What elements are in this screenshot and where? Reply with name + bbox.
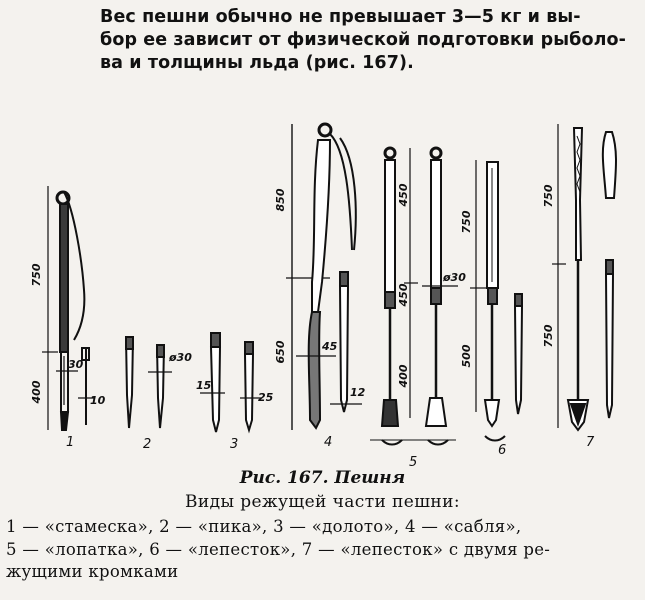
dim-label: 750 <box>460 210 473 233</box>
dim-label: ø30 <box>442 271 466 284</box>
tool-number: 1 <box>66 435 74 450</box>
dim-label: 450 <box>397 183 410 207</box>
dim-label: 850 <box>274 188 287 211</box>
figure-subtitle: Виды режущей части пешни: <box>184 492 461 512</box>
dim-label: 750 <box>542 184 555 207</box>
legend-line: жущими кромками <box>6 562 179 581</box>
tool-6-pick <box>470 160 524 442</box>
dim-label: 30 <box>68 358 84 371</box>
tool-3-pick <box>200 332 262 434</box>
tool-5-pick <box>370 146 458 446</box>
tool-1-pick <box>42 186 95 431</box>
ice-pick-figure: 750 400 30 10 ø30 15 25 850 650 45 12 45… <box>30 122 617 470</box>
legend-line: 1 — «стамеска», 2 — «пика», 3 — «долото»… <box>6 517 522 536</box>
tool-number: 3 <box>230 437 238 452</box>
dim-label: ø30 <box>168 351 192 364</box>
dim-label: 500 <box>460 344 473 367</box>
dim-label: 15 <box>196 379 212 392</box>
dim-label: 45 <box>321 340 338 353</box>
figure-legend: 1 — «стамеска», 2 — «пика», 3 — «долото»… <box>6 516 642 584</box>
dim-label: 650 <box>274 340 287 363</box>
dim-label: 450 <box>397 283 410 307</box>
tool-number: 4 <box>324 435 332 450</box>
dim-label: 400 <box>397 364 410 388</box>
tool-4-pick <box>286 122 362 430</box>
intro-paragraph: Вес пешни обычно не превышает 3—5 кг и в… <box>100 6 640 75</box>
legend-line: 5 — «лопатка», 6 — «лепесток», 7 — «лепе… <box>6 539 551 559</box>
tool-7-pick <box>552 124 617 432</box>
tool-number: 2 <box>143 437 151 452</box>
dim-label: 400 <box>30 380 43 404</box>
dim-label: 25 <box>258 391 274 404</box>
figure-caption: Рис. 167. Пешня <box>239 468 406 488</box>
intro-line: бор ее зависит от физической подготовки … <box>100 30 626 50</box>
dim-label: 12 <box>350 386 366 399</box>
tool-2-pick <box>124 336 172 429</box>
tool-number: 7 <box>586 435 595 450</box>
tool-number: 6 <box>498 443 506 458</box>
intro-line: Вес пешни обычно не превышает 3—5 кг и в… <box>100 7 581 27</box>
intro-line: ва и толщины льда (рис. 167). <box>100 53 414 73</box>
dim-label: 750 <box>542 324 555 347</box>
dim-label: 750 <box>30 263 43 286</box>
tool-number: 5 <box>409 455 417 470</box>
dim-label: 10 <box>90 394 106 407</box>
